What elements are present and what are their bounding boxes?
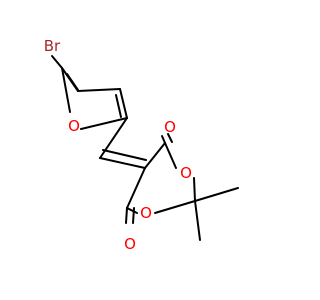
bond-c3-c2 [119,88,128,119]
molecule-structure: Br O O O O O [44,37,239,253]
bond-cexo-c5ring-double [102,149,147,161]
bond-cbottom-obottom [125,207,128,224]
atom-labels: Br O O O O O [44,37,192,253]
bond-cq-methyl-a [194,187,239,202]
bond-c5ring-ctop [144,142,166,169]
bond-oring-lower-cbottom [126,207,138,214]
bond-cbottom-obottom-double [132,207,135,224]
bonds [51,55,239,241]
bond-c5-c4-inner [66,73,79,91]
bond-cq-oring-lower [154,200,196,214]
atom-o-carbonyl-bottom: O [124,235,136,253]
bond-ctop-otop-double [167,133,173,143]
bond-oring-upper-cq [193,177,196,202]
bond-ctop-oring-upper [164,142,177,169]
atom-o-ring-upper: O [180,164,192,182]
bond-c2-ofuran [80,117,128,130]
atom-br: Br [44,37,61,55]
atom-o-furan: O [68,117,80,135]
bond-c4-c3 [77,88,121,92]
bond-cq-methyl-b [194,200,201,241]
bond-br-c5 [51,55,63,69]
bond-cbottom-c5ring [126,167,146,209]
atom-o-carbonyl-top: O [164,118,176,136]
bond-c3-c2-inner [115,94,122,118]
bond-cexo-c5ring [99,157,146,169]
atom-o-ring-lower: O [140,204,152,222]
bond-ofuran-c5 [61,67,71,113]
bond-ctop-otop [161,135,166,144]
